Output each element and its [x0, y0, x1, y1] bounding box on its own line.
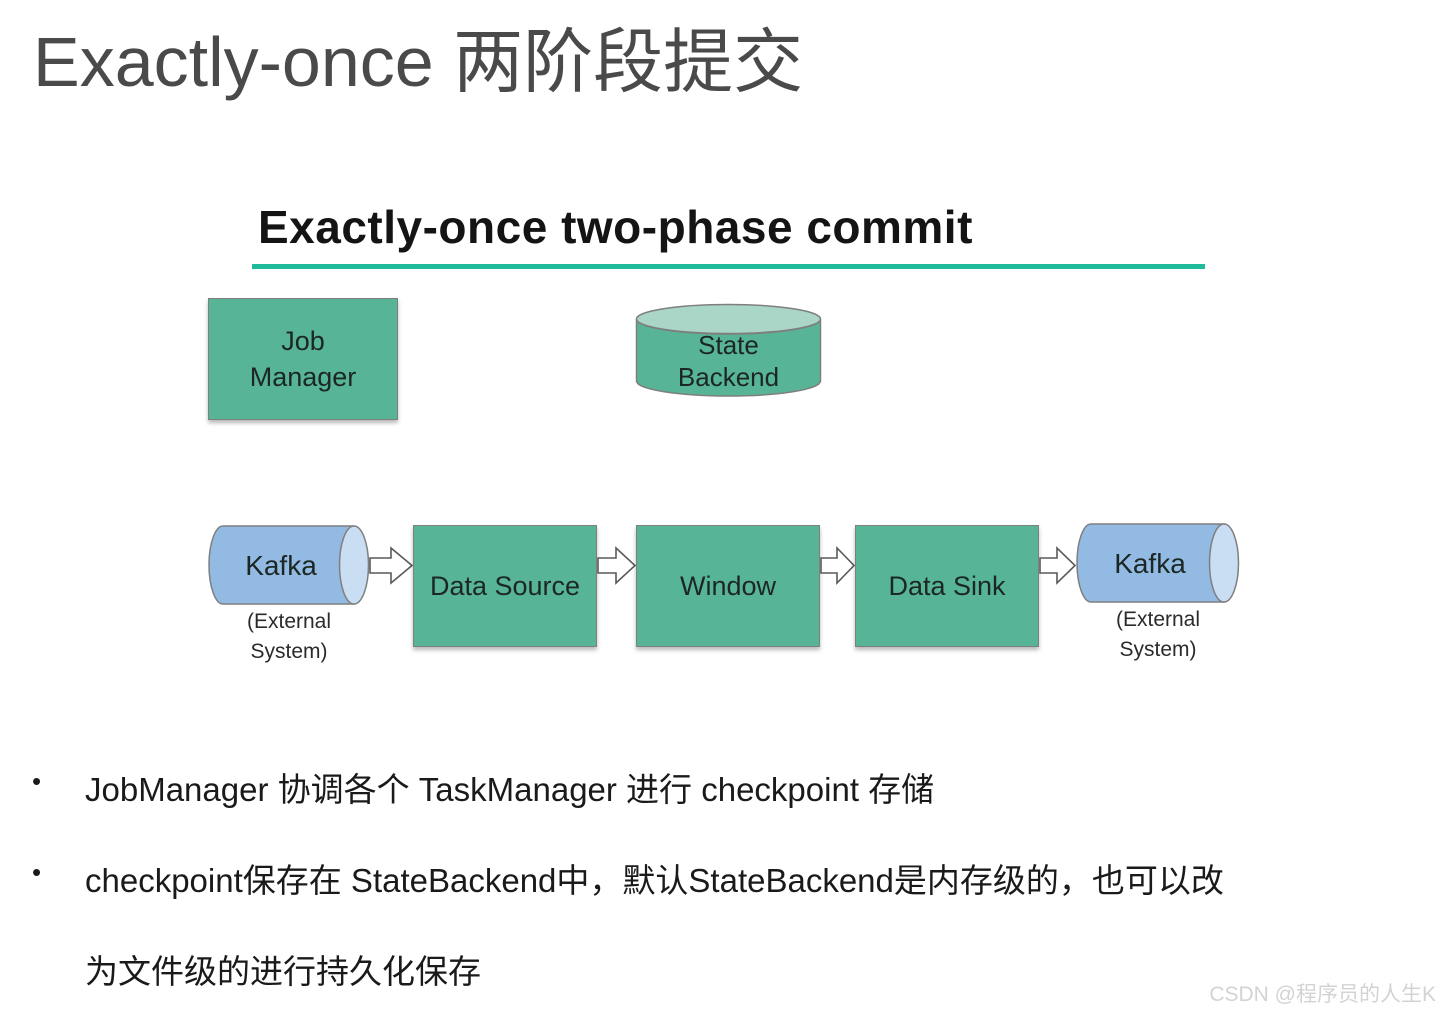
job-manager-label-line2: Manager	[249, 362, 357, 392]
bullet-text: JobManager 协调各个 TaskManager 进行 checkpoin…	[85, 771, 935, 808]
job-manager-label-line1: Job	[281, 325, 325, 356]
diagram-title: Exactly-once two-phase commit	[258, 201, 973, 253]
kafka-right-body	[1076, 523, 1225, 603]
window-box: Window	[636, 525, 820, 647]
kafka-left-cap-ellipse	[338, 525, 370, 605]
data-source-box: Data Source	[413, 525, 597, 647]
arrow-right-icon	[597, 546, 637, 585]
kafka-right-cap-ellipse	[1208, 523, 1240, 603]
bullet-text: 为文件级的进行持久化保存	[85, 953, 481, 990]
bullet-marker: •	[32, 857, 42, 887]
bullet-item: 为文件级的进行持久化保存	[32, 945, 1432, 993]
kafka-left-body	[208, 525, 355, 605]
data-sink-label: Data Sink	[888, 570, 1006, 601]
bullet-item: • checkpoint保存在 StateBackend中，默认StateBac…	[32, 854, 1432, 902]
kafka-left-external-label: (External System)	[246, 610, 332, 664]
arrow-right-icon	[820, 546, 856, 585]
kafka-left-label: Kafka	[245, 550, 317, 581]
kafka-right-label: Kafka	[1114, 548, 1186, 579]
page-title: Exactly-once 两阶段提交	[33, 23, 804, 101]
bullet-marker: •	[32, 766, 42, 796]
accent-underline	[252, 264, 1205, 269]
arrow-right-icon	[1039, 546, 1077, 585]
state-backend-top-ellipse	[635, 303, 822, 335]
data-sink-box: Data Sink	[855, 525, 1039, 647]
kafka-right-external-label: (External System)	[1115, 608, 1201, 662]
state-backend-label-line2: Backend	[678, 362, 779, 392]
bullet-marker	[32, 945, 85, 993]
kafka-left-cylinder: Kafka	[208, 525, 370, 605]
watermark: CSDN @程序员的人生K	[1209, 983, 1436, 1006]
window-label: Window	[679, 570, 777, 601]
arrow-right-icon	[369, 546, 414, 585]
kafka-right-cylinder: Kafka	[1076, 523, 1240, 603]
data-source-label: Data Source	[429, 570, 581, 601]
state-backend-cylinder: State Backend	[635, 303, 822, 397]
bullet-item: • JobManager 协调各个 TaskManager 进行 checkpo…	[32, 763, 1432, 811]
job-manager-box: Job Manager	[208, 298, 398, 420]
state-backend-label-line1: State	[698, 330, 759, 360]
bullet-text: checkpoint保存在 StateBackend中，默认StateBacke…	[85, 862, 1224, 899]
